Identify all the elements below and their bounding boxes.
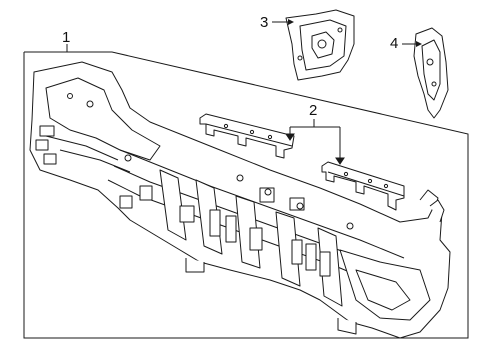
callout-1: 1 xyxy=(62,29,71,46)
rear-floor-pan xyxy=(29,61,451,339)
reinforcement-bracket-lower xyxy=(321,161,405,211)
callout-2-leader xyxy=(285,119,345,165)
callout-4: 4 xyxy=(390,35,399,52)
callout-3-arrow xyxy=(288,19,294,25)
side-bracket-part-3 xyxy=(285,9,355,81)
callout-4-arrow xyxy=(416,41,422,47)
callout-2: 2 xyxy=(309,102,318,119)
side-bracket-part-4 xyxy=(413,27,449,119)
callout-3: 3 xyxy=(260,14,269,31)
reinforcement-bracket-upper xyxy=(199,113,295,159)
assembly-frame xyxy=(23,51,469,339)
